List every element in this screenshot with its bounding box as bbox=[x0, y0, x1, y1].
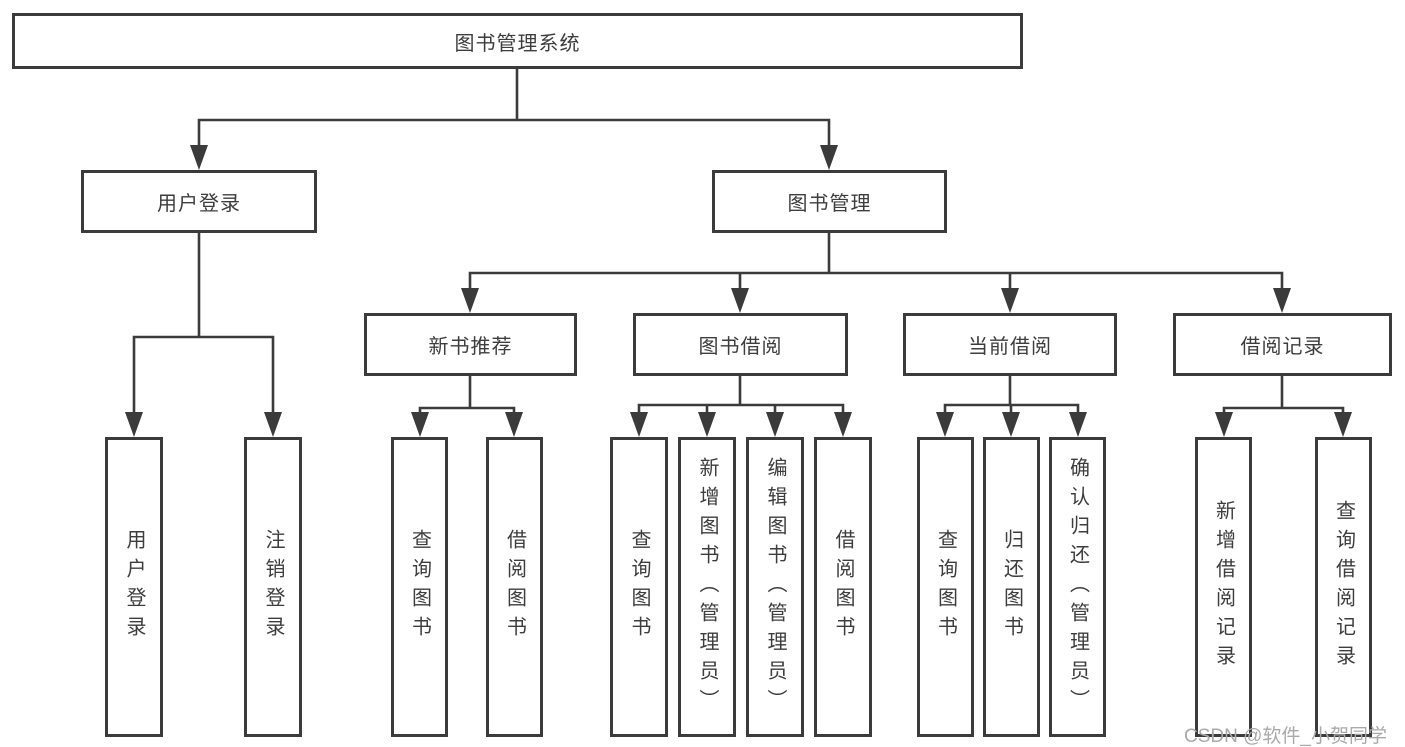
node-leaf-add-book-admin-label: 新增图书（管理员） bbox=[696, 456, 718, 718]
node-leaf-recommend-borrow-book: 借阅图书 bbox=[486, 437, 543, 737]
node-leaf-borrow-book-label: 借阅图书 bbox=[832, 529, 854, 645]
node-user-login: 用户登录 bbox=[81, 170, 317, 233]
node-root: 图书管理系统 bbox=[12, 13, 1023, 69]
node-leaf-query-borrow-record: 查询借阅记录 bbox=[1315, 437, 1372, 737]
node-leaf-edit-book-admin: 编辑图书（管理员） bbox=[746, 437, 804, 737]
node-new-book-recommend: 新书推荐 bbox=[364, 313, 577, 376]
node-leaf-add-book-admin: 新增图书（管理员） bbox=[678, 437, 736, 737]
node-leaf-recommend-query-book-label: 查询图书 bbox=[408, 529, 431, 645]
node-leaf-edit-book-admin-label: 编辑图书（管理员） bbox=[764, 456, 786, 718]
node-borrow-record-label: 借阅记录 bbox=[1240, 336, 1325, 358]
watermark: CSDN @软件_小贺同学 bbox=[1184, 726, 1387, 747]
node-book-borrow-label: 图书借阅 bbox=[698, 336, 783, 358]
node-leaf-current-query-book-label: 查询图书 bbox=[934, 529, 957, 645]
node-borrow-record: 借阅记录 bbox=[1173, 313, 1392, 376]
node-book-management-label: 图书管理 bbox=[787, 193, 872, 215]
node-leaf-user-login: 用户登录 bbox=[105, 437, 163, 737]
node-leaf-current-query-book: 查询图书 bbox=[917, 437, 974, 737]
node-leaf-return-book: 归还图书 bbox=[983, 437, 1040, 737]
node-user-login-label: 用户登录 bbox=[157, 193, 241, 215]
node-leaf-add-borrow-record-label: 新增借阅记录 bbox=[1212, 500, 1235, 674]
node-leaf-confirm-return-admin-label: 确认归还（管理员） bbox=[1066, 456, 1089, 718]
node-current-borrow: 当前借阅 bbox=[903, 313, 1117, 376]
node-book-borrow: 图书借阅 bbox=[633, 313, 848, 376]
node-leaf-logout: 注销登录 bbox=[244, 437, 302, 737]
node-book-management: 图书管理 bbox=[712, 170, 947, 233]
node-leaf-add-borrow-record: 新增借阅记录 bbox=[1195, 437, 1252, 737]
node-current-borrow-label: 当前借阅 bbox=[968, 336, 1052, 358]
node-leaf-confirm-return-admin: 确认归还（管理员） bbox=[1049, 437, 1106, 737]
node-leaf-recommend-borrow-book-label: 借阅图书 bbox=[503, 529, 526, 645]
node-leaf-logout-label: 注销登录 bbox=[262, 529, 284, 645]
node-new-book-recommend-label: 新书推荐 bbox=[428, 336, 513, 358]
node-leaf-borrow-book: 借阅图书 bbox=[814, 437, 872, 737]
node-leaf-recommend-query-book: 查询图书 bbox=[391, 437, 448, 737]
node-root-label: 图书管理系统 bbox=[454, 32, 581, 55]
node-leaf-return-book-label: 归还图书 bbox=[1000, 529, 1023, 645]
node-leaf-borrow-query-book: 查询图书 bbox=[610, 437, 668, 737]
node-leaf-user-login-label: 用户登录 bbox=[123, 529, 145, 645]
node-leaf-borrow-query-book-label: 查询图书 bbox=[628, 529, 650, 645]
node-leaf-query-borrow-record-label: 查询借阅记录 bbox=[1332, 500, 1355, 674]
